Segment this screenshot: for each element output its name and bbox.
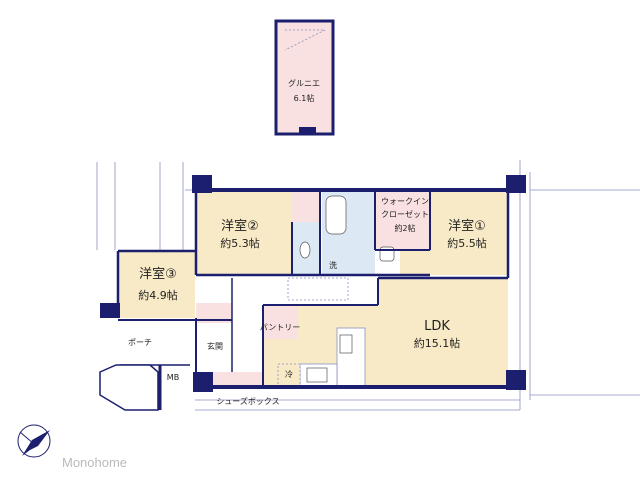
pantry <box>264 305 298 339</box>
ldk-size: 約15.1帖 <box>414 336 461 350</box>
wic-label-2: クローゼット <box>381 209 429 219</box>
shoe-box <box>212 372 262 386</box>
western-room-2-name: 洋室② <box>221 218 259 234</box>
wic-label-1: ウォークイン <box>381 197 429 206</box>
shoebox-label: シューズボックス <box>216 396 279 406</box>
entrance-label: 玄関 <box>207 341 223 351</box>
mb-label: MB <box>167 373 179 382</box>
loft-size: 6.1帖 <box>294 93 315 103</box>
brand-logo-icon <box>17 424 51 458</box>
loft-room: グルニエ 6.1帖 <box>274 19 335 136</box>
western-room-3-size: 約4.9帖 <box>138 288 178 302</box>
western-room-3-name: 洋室③ <box>139 266 177 282</box>
brand-name: Monohome <box>62 455 127 470</box>
walk-in-closet <box>375 192 430 250</box>
walls <box>99 175 526 411</box>
washroom <box>322 238 375 275</box>
ldk-name: LDK <box>424 319 450 334</box>
balcony-lines <box>96 160 640 411</box>
wash-label: 洗 <box>329 260 337 270</box>
loft-name: グルニエ <box>288 78 320 88</box>
pantry-label: パントリー <box>260 323 300 332</box>
closet <box>292 192 320 222</box>
western-room-1-size: 約5.5帖 <box>447 236 487 250</box>
western-room-2-size: 約5.3帖 <box>220 236 260 250</box>
ldk-room <box>263 277 508 386</box>
wic-size: 約2帖 <box>394 223 415 233</box>
western-room-2 <box>196 192 292 275</box>
porch-label: ポーチ <box>128 338 152 347</box>
western-room-1-name: 洋室① <box>448 218 486 234</box>
western-room-3 <box>118 252 195 318</box>
fridge-label: 冷 <box>285 369 293 379</box>
